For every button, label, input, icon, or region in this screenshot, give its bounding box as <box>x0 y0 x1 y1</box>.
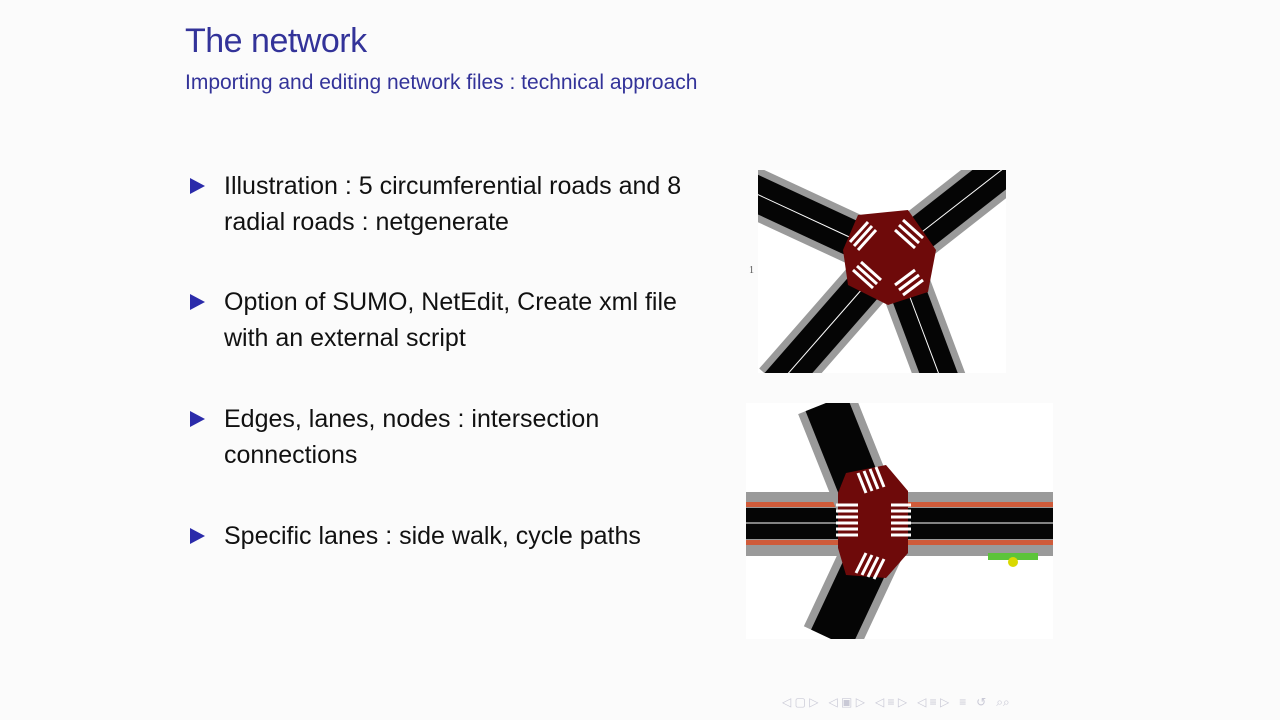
bullet-text: Option of SUMO, NetEdit, Create xml file… <box>224 288 677 352</box>
frame-icon[interactable]: ◁ ▣ ▷ <box>828 695 865 709</box>
bullet-text: Specific lanes : side walk, cycle paths <box>224 522 641 550</box>
bullet-item: Option of SUMO, NetEdit, Create xml file… <box>190 284 704 356</box>
zoom-icon[interactable]: ⌕⌕ <box>996 695 1010 709</box>
slide-title: The network <box>185 22 367 60</box>
bullet-text: Edges, lanes, nodes : intersection conne… <box>224 405 600 469</box>
section-icon[interactable]: ◁ ≡ ▷ <box>874 695 908 709</box>
bullet-triangle-icon <box>190 528 205 544</box>
bullet-triangle-icon <box>190 411 205 427</box>
bullet-item: Edges, lanes, nodes : intersection conne… <box>190 401 704 473</box>
bullet-triangle-icon <box>190 178 205 194</box>
subsection-icon[interactable]: ◁ ≡ ▷ <box>917 695 950 709</box>
beamer-navigation: ◁ ▢ ▷ ◁ ▣ ▷ ◁ ≡ ▷ ◁ ≡ ▷ ≡ ↺ ⌕⌕ <box>782 695 1010 710</box>
bullet-item: Illustration : 5 circumferential roads a… <box>190 168 704 240</box>
cycle-path-intersection-figure <box>746 403 1053 639</box>
find-icon[interactable]: ↺ <box>976 695 987 709</box>
five-way-intersection-figure <box>758 170 1006 373</box>
figure-marker: 1 <box>749 265 754 276</box>
back-icon[interactable]: ≡ <box>959 695 967 709</box>
nav-left-icon[interactable]: ◁ ▢ ▷ <box>782 695 819 709</box>
bullet-text: Illustration : 5 circumferential roads a… <box>224 172 682 236</box>
bullet-item: Specific lanes : side walk, cycle paths <box>190 518 704 554</box>
slide-subtitle: Importing and editing network files : te… <box>185 71 698 94</box>
bullet-triangle-icon <box>190 294 205 310</box>
